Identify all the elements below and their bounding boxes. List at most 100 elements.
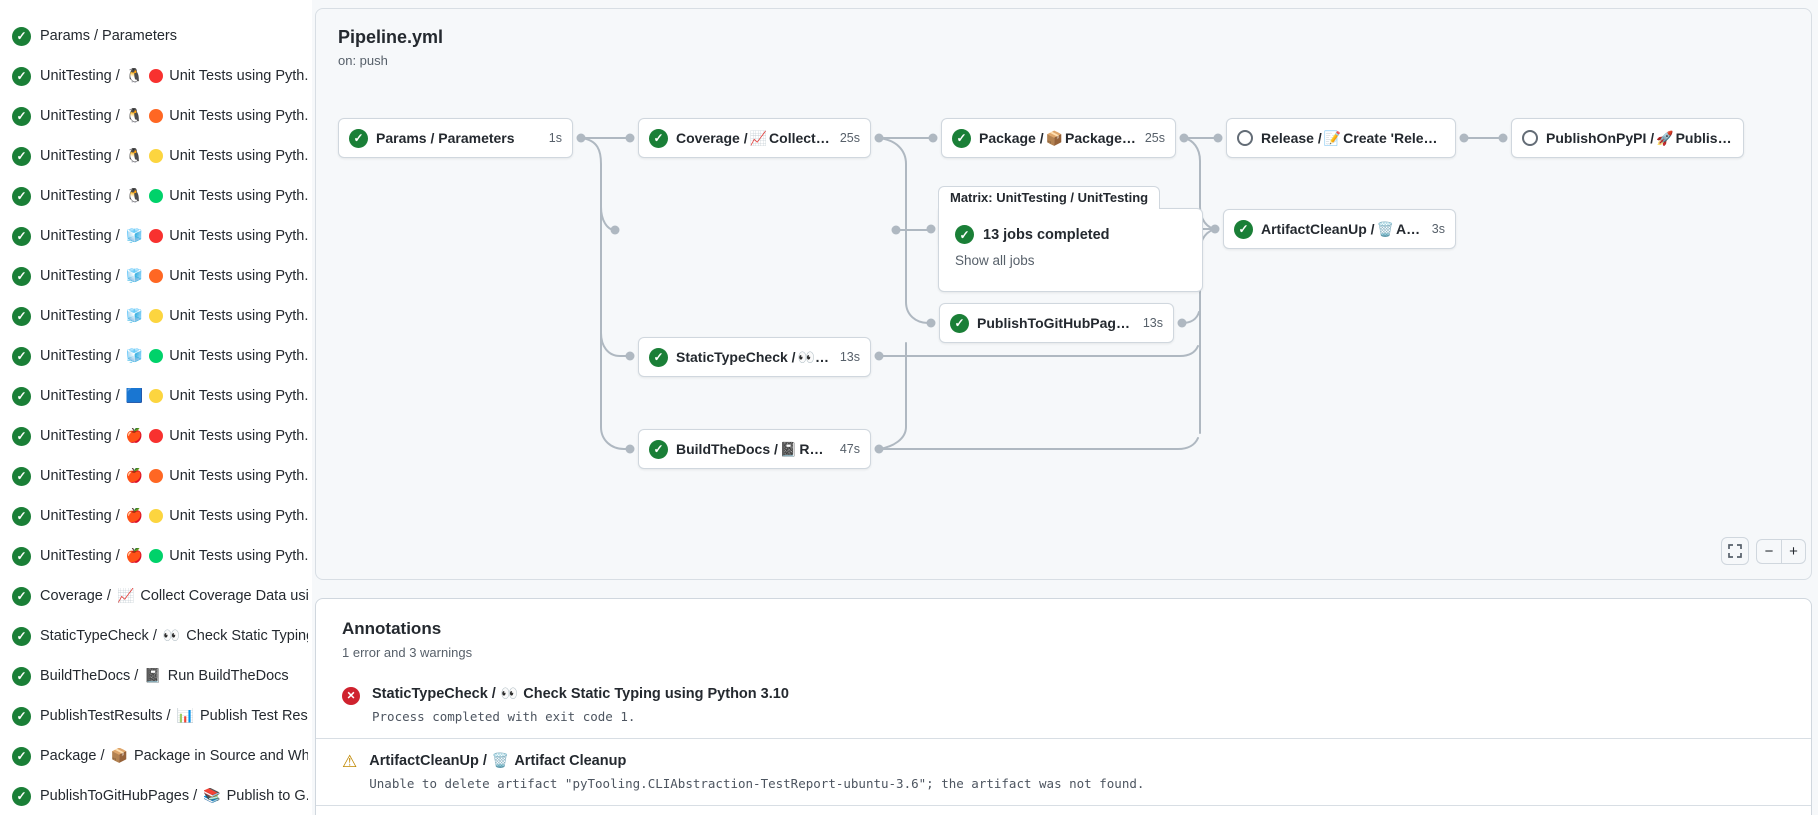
graph-node-ptghp[interactable]: ✓ PublishToGitHubPages /📚... 13s [939, 303, 1174, 343]
success-check-icon: ✓ [12, 26, 31, 46]
node-label: StaticTypeCheck /👀Chec... [676, 348, 832, 366]
job-label: UnitTesting / 🟦 Unit Tests using Pyth... [40, 388, 308, 404]
graph-node-package[interactable]: ✓ Package /📦Package in So... 25s [941, 118, 1176, 158]
python-version-dot-icon [149, 109, 164, 123]
skipped-circle-icon [1522, 130, 1538, 146]
python-version-dot-icon [149, 309, 164, 323]
annotations-header: Annotations 1 error and 3 warnings [316, 599, 1811, 672]
os-icon: 🍎 [125, 468, 144, 484]
success-check-icon: ✓ [12, 146, 31, 166]
sidebar-job-item[interactable]: ✓ UnitTesting / 🧊 Unit Tests using Pyth.… [0, 336, 312, 376]
sidebar-job-item[interactable]: ✓ StaticTypeCheck / 👀 Check Static Typin… [0, 616, 312, 656]
job-label: UnitTesting / 🍎 Unit Tests using Pyth... [40, 508, 308, 524]
os-icon: 🟦 [125, 388, 144, 404]
sidebar-job-item[interactable]: ✓ Package / 📦 Package in Source and Wh..… [0, 736, 312, 776]
graph-node-coverage[interactable]: ✓ Coverage /📈Collect Cove... 25s [638, 118, 871, 158]
annotation-divider [316, 805, 1811, 815]
graph-node-acu[interactable]: ✓ ArtifactCleanUp /🗑️Artifac... 3s [1223, 209, 1456, 249]
success-check-icon: ✓ [12, 106, 31, 126]
python-version-dot-icon [149, 229, 164, 243]
zoom-controls: − + [1756, 539, 1806, 564]
python-version-dot-icon [149, 189, 164, 203]
os-icon: 📓 [144, 668, 162, 684]
os-icon: 🍎 [125, 548, 144, 564]
graph-node-stc[interactable]: ✓ StaticTypeCheck /👀Chec... 13s [638, 337, 871, 377]
sidebar-job-item[interactable]: ✓ UnitTesting / 🧊 Unit Tests using Pyth.… [0, 296, 312, 336]
success-check-icon: ✓ [952, 128, 971, 148]
sidebar-job-item[interactable]: ✓ UnitTesting / 🧊 Unit Tests using Pyth.… [0, 256, 312, 296]
skipped-circle-icon [1237, 130, 1253, 146]
job-label: StaticTypeCheck / 👀 Check Static Typing.… [40, 628, 308, 644]
job-label: PublishTestResults / 📊 Publish Test Resu… [40, 708, 308, 724]
annotation-item: ✕ StaticTypeCheck / 👀 Check Static Typin… [316, 672, 1811, 738]
annotations-title: Annotations [342, 619, 442, 638]
sidebar-job-item[interactable]: ✓ UnitTesting / 🍎 Unit Tests using Pyth.… [0, 496, 312, 536]
sidebar-job-item[interactable]: ✓ PublishTestResults / 📊 Publish Test Re… [0, 696, 312, 736]
os-icon: 📊 [176, 708, 194, 724]
python-version-dot-icon [149, 549, 164, 563]
graph-node-params[interactable]: ✓ Params / Parameters 1s [338, 118, 573, 158]
step-icon: 📝 [1323, 130, 1342, 147]
node-label: Params / Parameters [376, 130, 515, 146]
graph-node-pypi[interactable]: PublishOnPyPI /🚀Publish to ... [1511, 118, 1744, 158]
job-label: UnitTesting / 🧊 Unit Tests using Pyth... [40, 228, 308, 244]
job-label: Coverage / 📈 Collect Coverage Data usi..… [40, 588, 308, 604]
os-icon: 📈 [116, 588, 135, 604]
sidebar-job-item[interactable]: ✓ BuildTheDocs / 📓 Run BuildTheDocs [0, 656, 312, 696]
success-check-icon: ✓ [649, 439, 668, 459]
annotation-job-link[interactable]: ArtifactCleanUp / 🗑️ Artifact Cleanup [369, 753, 627, 769]
python-version-dot-icon [149, 389, 164, 403]
sidebar-job-item[interactable]: ✓ UnitTesting / 🟦 Unit Tests using Pyth.… [0, 376, 312, 416]
os-icon: 🧊 [125, 308, 144, 324]
python-version-dot-icon [149, 509, 164, 523]
sidebar-job-item[interactable]: ✓ UnitTesting / 🐧 Unit Tests using Pyth.… [0, 176, 312, 216]
warning-triangle-icon: ⚠ [342, 752, 358, 772]
show-all-jobs-link[interactable]: Show all jobs [955, 253, 1035, 268]
os-icon: 📚 [203, 788, 221, 804]
sidebar-job-item[interactable]: ✓ UnitTesting / 🐧 Unit Tests using Pyth.… [0, 136, 312, 176]
success-check-icon: ✓ [12, 746, 31, 766]
sidebar-job-item[interactable]: ✓ UnitTesting / 🧊 Unit Tests using Pyth.… [0, 216, 312, 256]
step-icon: 📈 [749, 130, 768, 147]
success-check-icon: ✓ [12, 66, 31, 86]
success-check-icon: ✓ [12, 266, 31, 286]
success-check-icon: ✓ [12, 706, 31, 726]
graph-node-btd[interactable]: ✓ BuildTheDocs /📓Run Buil... 47s [638, 429, 871, 469]
zoom-in-button[interactable]: + [1781, 539, 1806, 564]
success-check-icon: ✓ [12, 226, 31, 246]
graph-node-release[interactable]: Release /📝Create 'Release P... [1226, 118, 1456, 158]
job-label: UnitTesting / 🐧 Unit Tests using Pyth... [40, 148, 308, 164]
step-icon: 🗑️ [1376, 221, 1395, 238]
os-icon: 🧊 [125, 268, 144, 284]
os-icon: 🐧 [125, 108, 144, 124]
job-label: UnitTesting / 🐧 Unit Tests using Pyth... [40, 108, 308, 124]
sidebar-job-item[interactable]: ✓ UnitTesting / 🍎 Unit Tests using Pyth.… [0, 456, 312, 496]
sidebar-job-item[interactable]: ✓ UnitTesting / 🍎 Unit Tests using Pyth.… [0, 536, 312, 576]
sidebar-job-item[interactable]: ✓ UnitTesting / 🐧 Unit Tests using Pyth.… [0, 96, 312, 136]
node-label: PublishToGitHubPages /📚... [977, 314, 1135, 331]
job-label: Package / 📦 Package in Source and Wh... [40, 748, 308, 764]
sidebar-job-item[interactable]: ✓ Params / Parameters [0, 16, 312, 56]
success-check-icon: ✓ [950, 313, 969, 333]
node-duration: 13s [1142, 316, 1163, 330]
sidebar-job-item[interactable]: ✓ Coverage / 📈 Collect Coverage Data usi… [0, 576, 312, 616]
success-check-icon: ✓ [12, 586, 31, 606]
fullscreen-button[interactable] [1721, 537, 1749, 565]
job-label: UnitTesting / 🍎 Unit Tests using Pyth... [40, 428, 308, 444]
sidebar-job-item[interactable]: ✓ PublishToGitHubPages / 📚 Publish to G.… [0, 776, 312, 815]
node-label: BuildTheDocs /📓Run Buil... [676, 440, 832, 458]
matrix-group-tab[interactable]: Matrix: UnitTesting / UnitTesting [938, 186, 1161, 209]
zoom-out-button[interactable]: − [1756, 539, 1781, 564]
sidebar-job-item[interactable]: ✓ UnitTesting / 🐧 Unit Tests using Pyth.… [0, 56, 312, 96]
success-check-icon: ✓ [955, 225, 974, 244]
job-label: BuildTheDocs / 📓 Run BuildTheDocs [40, 668, 289, 684]
matrix-group-card: ✓ 13 jobs completed Show all jobs [938, 208, 1203, 292]
os-icon: 🐧 [125, 188, 144, 204]
annotation-job-link[interactable]: StaticTypeCheck / 👀 Check Static Typing … [372, 686, 789, 702]
node-duration: 13s [839, 350, 860, 364]
success-check-icon: ✓ [12, 786, 31, 806]
os-icon: 🍎 [125, 508, 144, 524]
sidebar-job-item[interactable]: ✓ UnitTesting / 🍎 Unit Tests using Pyth.… [0, 416, 312, 456]
job-label: Params / Parameters [40, 28, 177, 44]
os-icon: 🧊 [125, 348, 144, 364]
